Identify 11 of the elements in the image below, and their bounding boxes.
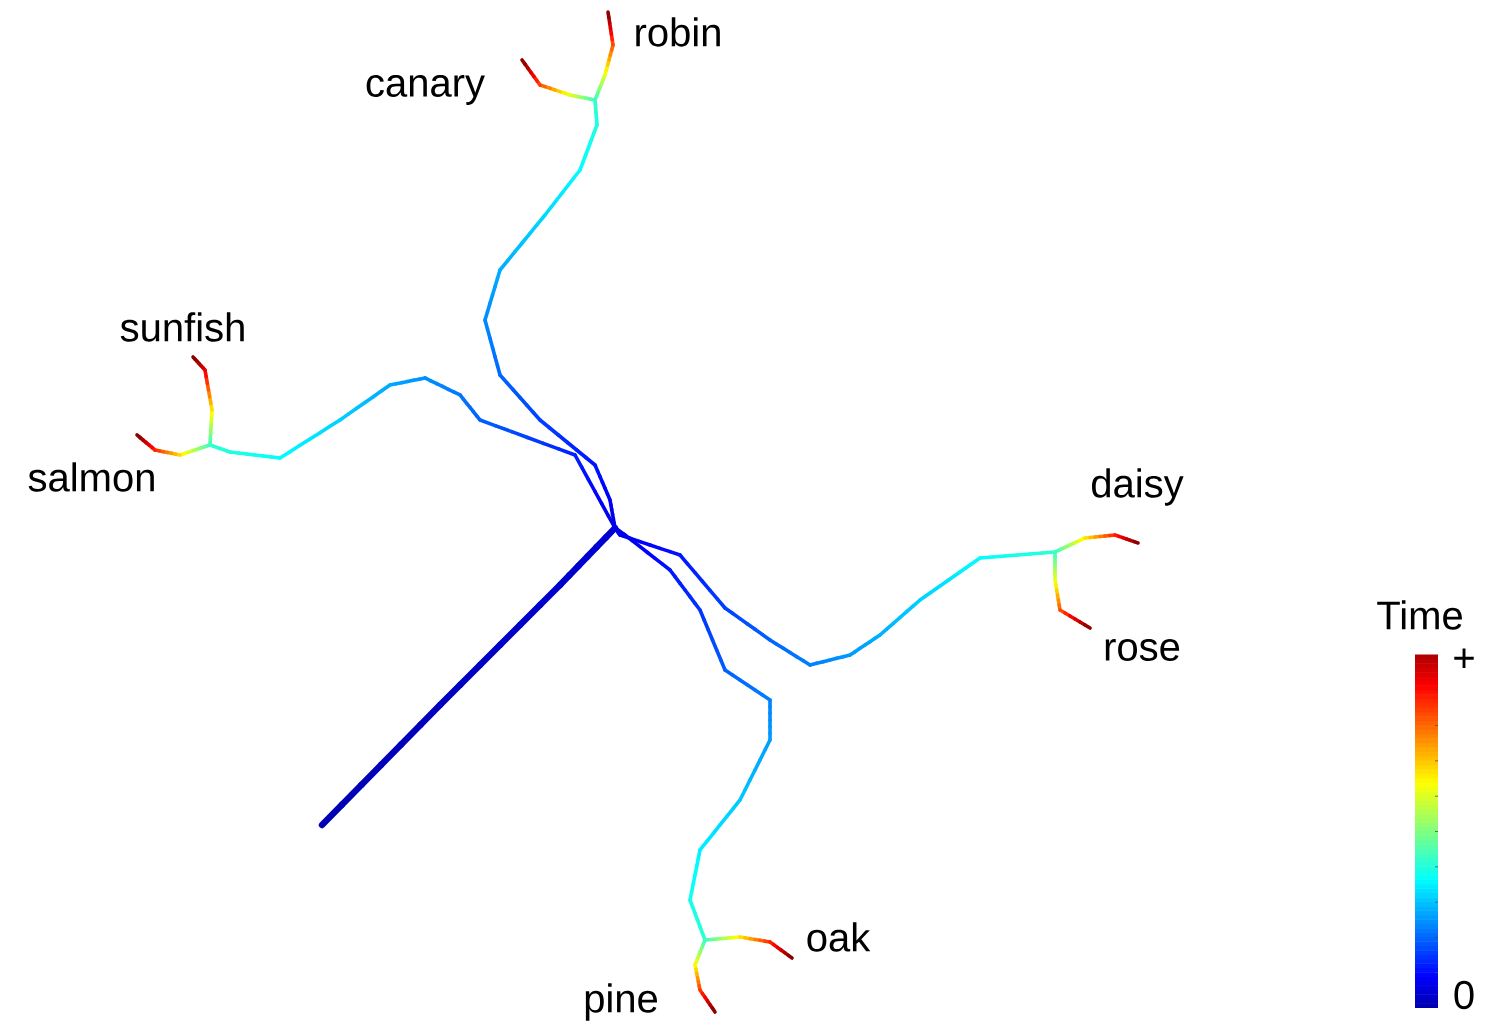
label-text: canary xyxy=(366,75,485,105)
label-text: daisy xyxy=(1092,468,1184,506)
label-text: pine xyxy=(585,983,657,1021)
label-text: + xyxy=(1454,648,1474,669)
label-text: sunfish xyxy=(120,312,244,342)
label-text: rose xyxy=(1105,639,1180,661)
label-text: oak xyxy=(807,922,871,952)
label-text: Time xyxy=(1377,600,1462,630)
label-text: 0 xyxy=(1454,980,1474,1010)
label-text: robin xyxy=(636,17,720,47)
label-text: salmon xyxy=(28,462,154,492)
